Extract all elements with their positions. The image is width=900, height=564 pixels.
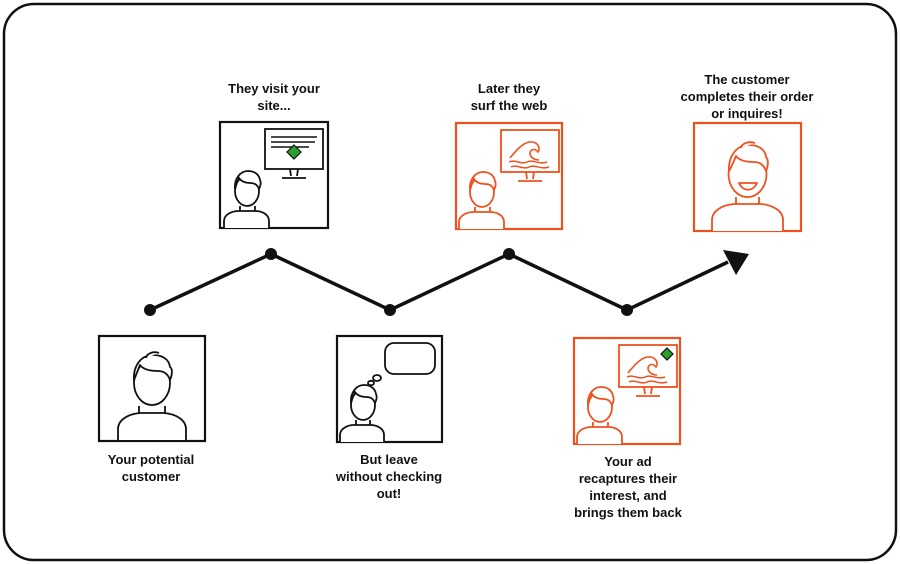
website-monitor-icon [264, 128, 324, 179]
person-icon [339, 384, 385, 442]
wave-monitor-icon [500, 129, 560, 182]
smiling-person-icon [711, 141, 784, 231]
person-icon [458, 171, 505, 229]
journey-node-3 [384, 304, 396, 316]
green-diamond-icon [286, 144, 302, 160]
step-1-panel [97, 334, 207, 443]
step-1-label: Your potential customer [107, 452, 195, 484]
step-6-label: The customer completes their order or in… [680, 72, 814, 121]
step-6-panel [692, 121, 803, 233]
person-icon [576, 386, 623, 444]
journey-node-1 [144, 304, 156, 316]
journey-arrowhead [723, 250, 749, 275]
journey-path [149, 252, 729, 312]
green-diamond-icon [660, 347, 674, 361]
person-icon [117, 351, 187, 440]
ad-monitor-icon [618, 344, 678, 397]
step-2-panel [218, 120, 330, 230]
step-5-panel [572, 336, 682, 446]
person-icon [223, 170, 270, 228]
step-4-panel [454, 121, 564, 231]
step-3-panel [335, 334, 444, 444]
journey-node-4 [503, 248, 515, 260]
step-2-label: They visit your site... [228, 81, 320, 113]
journey-node-2 [265, 248, 277, 260]
step-4-label: Later they surf the web [470, 81, 548, 113]
step-3-label: But leave without checking out! [335, 452, 443, 501]
step-5-label: Your ad recaptures their interest, and b… [574, 454, 682, 520]
journey-node-5 [621, 304, 633, 316]
